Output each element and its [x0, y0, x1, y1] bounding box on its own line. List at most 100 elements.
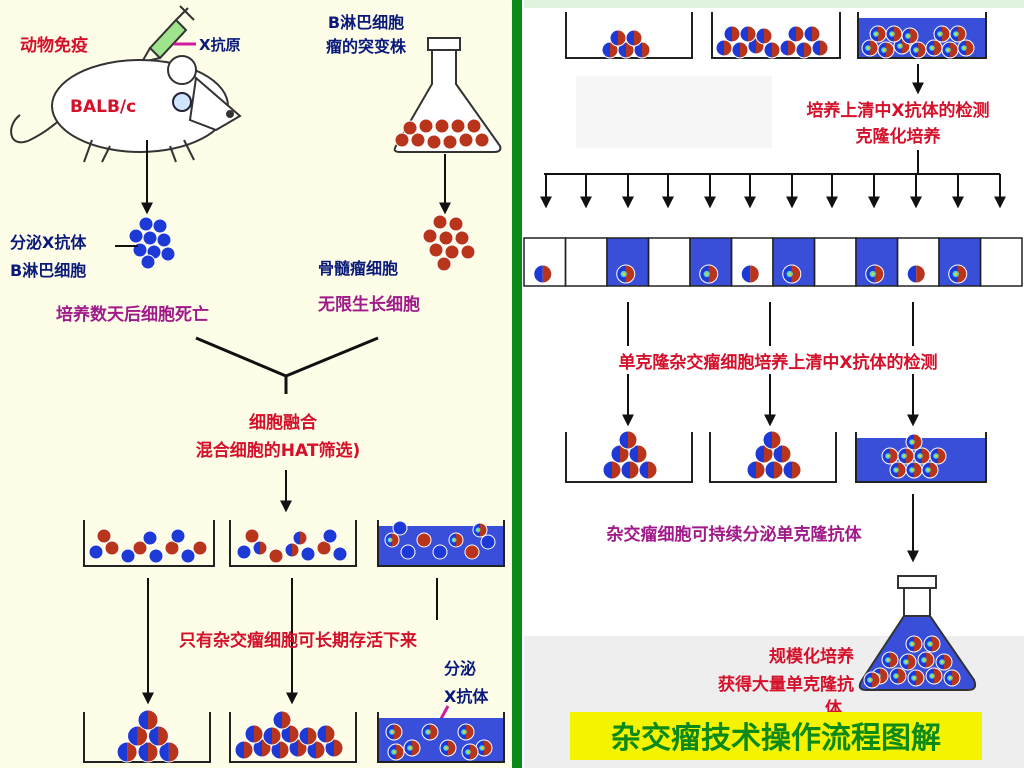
clone-well — [689, 237, 733, 287]
hybrid-cell — [763, 41, 781, 59]
myeloma-source-label-2: 瘤的突变株 — [326, 37, 407, 56]
hybrid-cell — [137, 741, 159, 763]
hybridoma-cell — [861, 39, 879, 57]
hybrid-cell — [762, 430, 782, 450]
right-top-frame — [524, 0, 1024, 8]
hybridoma-cell — [877, 41, 895, 59]
hybrid-cell — [610, 444, 630, 464]
hybridoma-cell — [925, 39, 943, 57]
right-mid-dishes — [565, 430, 987, 483]
hybridoma-cell — [699, 264, 719, 284]
culture-dish — [565, 430, 693, 483]
myeloma-cell — [164, 540, 180, 556]
hybrid-cell — [906, 264, 926, 284]
hybridoma-cell — [929, 447, 947, 465]
hybrid-cell — [811, 39, 829, 57]
myeloma-cell — [442, 134, 458, 150]
scale-up-label-1: 规模化培养 — [769, 646, 855, 667]
b-cell-label-1: 分泌X抗体 — [10, 233, 87, 252]
myeloma-cell — [394, 132, 410, 148]
flask-right-cells — [863, 635, 961, 689]
hybridoma-cell — [885, 25, 903, 43]
hybridoma-cell — [384, 532, 400, 548]
culture-dish — [855, 432, 987, 483]
hybrid-cell — [795, 41, 813, 59]
myeloma-cell — [434, 118, 450, 134]
mouse-strain-label: BALB/c — [70, 97, 136, 117]
hybrid-cell — [746, 460, 766, 480]
myeloma-cell — [448, 216, 464, 232]
myeloma-cell — [416, 532, 432, 548]
hybrid-cell — [618, 430, 638, 450]
survive-note: 只有杂交瘤细胞可长期存活下来 — [179, 630, 418, 651]
myeloma-cell — [474, 132, 490, 148]
b-cell-note: 培养数天后细胞死亡 — [56, 304, 209, 325]
hybrid-cell — [628, 444, 648, 464]
hybrid-cell — [147, 725, 169, 747]
hybridoma-cell — [421, 723, 439, 741]
hybridoma-cell — [941, 41, 959, 59]
myeloma-cell — [450, 118, 466, 134]
hybridoma-cell — [403, 739, 421, 757]
myeloma-label: 骨髓瘤细胞 — [318, 259, 398, 278]
hybridoma-cell — [889, 461, 907, 479]
hybrid-cell — [244, 724, 264, 744]
myeloma-cell — [466, 118, 482, 134]
b-cell — [322, 528, 338, 544]
hybridoma-cell — [881, 447, 899, 465]
hybridoma-cell — [899, 653, 917, 671]
culture-dish — [83, 520, 215, 567]
culture-dish — [377, 520, 505, 567]
culture-dish — [229, 520, 357, 567]
hybridoma-cell — [387, 743, 405, 761]
b-cell — [156, 232, 172, 248]
hybridoma-cell — [461, 743, 479, 761]
supernatant-test-label-1: 培养上清中X抗体的检测 — [806, 100, 989, 121]
fusion-label-2: 混合细胞的HAT筛选) — [196, 440, 360, 461]
hybridoma-cell — [948, 264, 968, 284]
b-cell — [88, 544, 104, 560]
b-cell — [142, 530, 158, 546]
hybridoma-cell — [907, 669, 925, 687]
syringe-icon — [141, 5, 195, 63]
clone-well — [938, 237, 982, 287]
b-cell — [128, 228, 144, 244]
myeloma-cell-cluster — [422, 214, 476, 272]
clone-test-label: 单克隆杂交瘤细胞培养上清中X抗体的检测 — [618, 352, 937, 373]
b-cell — [152, 218, 168, 234]
distribution-arrows — [540, 173, 1006, 209]
hybrid-cell — [298, 726, 318, 746]
myeloma-cell — [316, 540, 332, 556]
b-cell — [392, 520, 408, 536]
antigen-label: X抗原 — [199, 36, 241, 54]
hybridoma-cell — [869, 25, 887, 43]
hybrid-cell — [638, 460, 658, 480]
hybridoma-cell — [616, 264, 636, 284]
b-cell — [236, 544, 252, 560]
b-cell — [170, 528, 186, 544]
hybrid-cell — [316, 724, 336, 744]
myeloma-cell — [426, 134, 442, 150]
b-cell — [180, 548, 196, 564]
hybrid-cell — [764, 460, 784, 480]
myeloma-cell — [454, 230, 470, 246]
hybridoma-cell — [917, 651, 935, 669]
hybrid-cell — [772, 444, 792, 464]
hybrid-cell — [158, 741, 180, 763]
myeloma-cell — [432, 214, 448, 230]
b-cell — [160, 246, 176, 262]
clone-well — [979, 237, 1023, 287]
b-cell — [142, 230, 158, 246]
b-cell — [120, 548, 136, 564]
hybrid-cell — [803, 25, 821, 43]
secrete-label-1: 分泌 — [444, 659, 476, 678]
b-cell — [300, 546, 316, 562]
culture-dish — [83, 709, 211, 763]
culture-dish — [377, 712, 505, 763]
fusion-label-1: 细胞融合 — [249, 412, 318, 433]
myeloma-cell — [436, 256, 452, 272]
b-cell — [332, 546, 348, 562]
myeloma-cell — [192, 540, 208, 556]
hybrid-cell — [633, 41, 651, 59]
